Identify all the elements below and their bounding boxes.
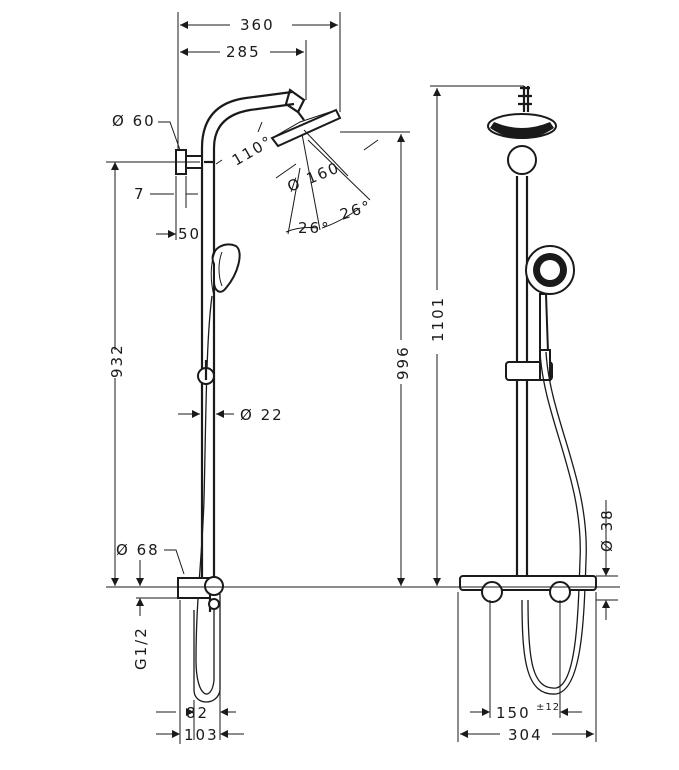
dim-tilt-left: 26°: [298, 219, 331, 237]
dim-mixer-depth-front: 82: [186, 704, 209, 722]
dim-arm-angle: 110°: [229, 132, 276, 170]
hand-shower-front: [525, 245, 575, 353]
dim-mixer-depth-total: 103: [184, 726, 219, 744]
dim-rail-dia: Ø 22: [240, 406, 284, 424]
hose-side: [195, 295, 215, 695]
thermostat-mixer-side: [177, 576, 224, 703]
dim-wall-bracket-dia: Ø 60: [112, 112, 156, 130]
dim-total-reach: 360: [240, 16, 275, 34]
dim-arm-reach: 285: [226, 43, 261, 61]
dim-inlet-tolerance: ±12: [536, 702, 560, 713]
dim-thread: G1/2: [132, 626, 150, 670]
dim-head-height: 996: [394, 345, 412, 380]
dim-total-height: 1101: [429, 296, 447, 342]
dim-bracket-height: 932: [108, 343, 126, 378]
dimension-lines: [106, 12, 620, 744]
slider-front: [505, 349, 553, 381]
hose-front: [521, 351, 587, 695]
overhead-shower-side: [270, 108, 342, 148]
dim-rosette-dia: Ø 38: [598, 508, 616, 552]
thermostat-front: [459, 575, 597, 603]
hand-shower-side: [210, 243, 241, 297]
dim-rail-offset: 50: [178, 225, 201, 243]
arm-outer: [200, 90, 293, 149]
arm-inner: [212, 102, 295, 149]
dim-inlet-spacing: 150: [496, 704, 531, 722]
dim-head-dia: Ø 160: [285, 158, 343, 195]
front-view: [459, 86, 597, 695]
arm-joint: [284, 88, 306, 114]
dim-tilt-right: 26°: [338, 197, 375, 224]
dim-mixer-width: 304: [508, 726, 543, 744]
dim-bracket-offset: 7: [134, 185, 146, 203]
overhead-shower-front: [487, 86, 557, 175]
dim-mixer-dia: Ø 68: [116, 541, 160, 559]
slider-side: [197, 360, 215, 385]
